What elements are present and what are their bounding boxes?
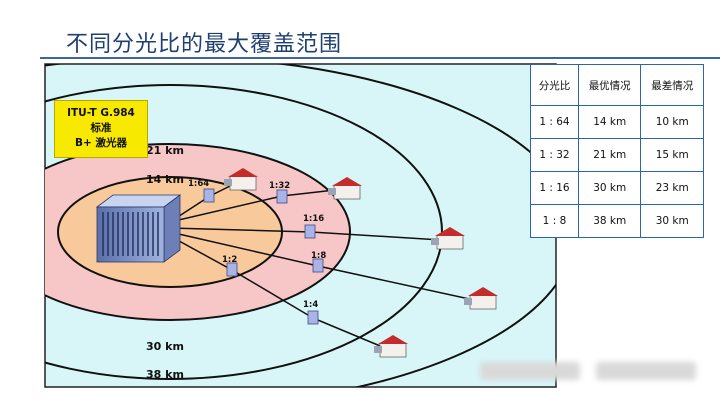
- house-icon: [464, 287, 498, 310]
- page-title: 不同分光比的最大覆盖范围: [66, 32, 343, 57]
- splitter-icon: [203, 188, 215, 203]
- standard-label-box: ITU-T G.984 标准 B+ 激光器: [54, 100, 148, 158]
- table-row: 1 : 32 21 km 15 km: [530, 138, 704, 172]
- table-cell: 21 km: [577, 138, 642, 172]
- table-cell: 14 km: [577, 105, 642, 139]
- table-header: 最差情况: [640, 64, 704, 106]
- ring-label-30km: 30 km: [146, 340, 184, 353]
- table-row: 1 : 16 30 km 23 km: [530, 171, 704, 205]
- fiber-lines: [169, 181, 475, 349]
- splitter-label-1-64: 1:64: [188, 179, 209, 189]
- olt-equipment-icon: [95, 194, 182, 263]
- splitter-icon: [312, 258, 324, 273]
- title-underline: [40, 57, 720, 59]
- house-icon: [328, 177, 362, 200]
- house-icon: [374, 335, 408, 358]
- table-cell: 30 km: [640, 204, 704, 238]
- table-cell: 1 : 64: [530, 105, 579, 139]
- blurred-watermark: [596, 362, 696, 380]
- ring-label-21km: 21 km: [146, 144, 184, 157]
- table-cell: 30 km: [577, 171, 642, 205]
- splitter-label-1-8: 1:8: [311, 251, 326, 261]
- table-cell: 1 : 16: [530, 171, 579, 205]
- standard-line-1: ITU-T G.984: [67, 107, 135, 119]
- table-cell: 1 : 32: [530, 138, 579, 172]
- splitter-icon: [307, 310, 319, 325]
- standard-line-3: B+ 激光器: [75, 137, 127, 149]
- house-icon: [224, 168, 258, 191]
- ring-label-14km: 14 km: [146, 173, 184, 186]
- table-row: 1 : 64 14 km 10 km: [530, 105, 704, 139]
- coverage-table: 分光比 最优情况 最差情况 1 : 64 14 km 10 km 1 : 32 …: [530, 64, 704, 238]
- table-cell: 15 km: [640, 138, 704, 172]
- ring-label-38km: 38 km: [146, 368, 184, 381]
- splitter-label-1-2: 1:2: [222, 255, 237, 265]
- table-cell: 10 km: [640, 105, 704, 139]
- table-cell: 38 km: [577, 204, 642, 238]
- standard-line-2: 标准: [90, 122, 112, 134]
- table-cell: 23 km: [640, 171, 704, 205]
- table-header-row: 分光比 最优情况 最差情况: [530, 64, 704, 106]
- table-header: 最优情况: [577, 64, 642, 106]
- splitter-icon: [304, 224, 316, 239]
- blurred-watermark: [480, 362, 580, 380]
- splitter-icon: [276, 189, 288, 204]
- table-cell: 1 : 8: [530, 204, 579, 238]
- splitter-label-1-4: 1:4: [303, 300, 318, 310]
- table-header: 分光比: [530, 64, 579, 106]
- table-row: 1 : 8 38 km 30 km: [530, 204, 704, 238]
- splitter-label-1-32: 1:32: [269, 181, 290, 191]
- splitter-icon: [226, 262, 238, 277]
- splitter-label-1-16: 1:16: [303, 214, 324, 224]
- house-icon: [431, 227, 465, 250]
